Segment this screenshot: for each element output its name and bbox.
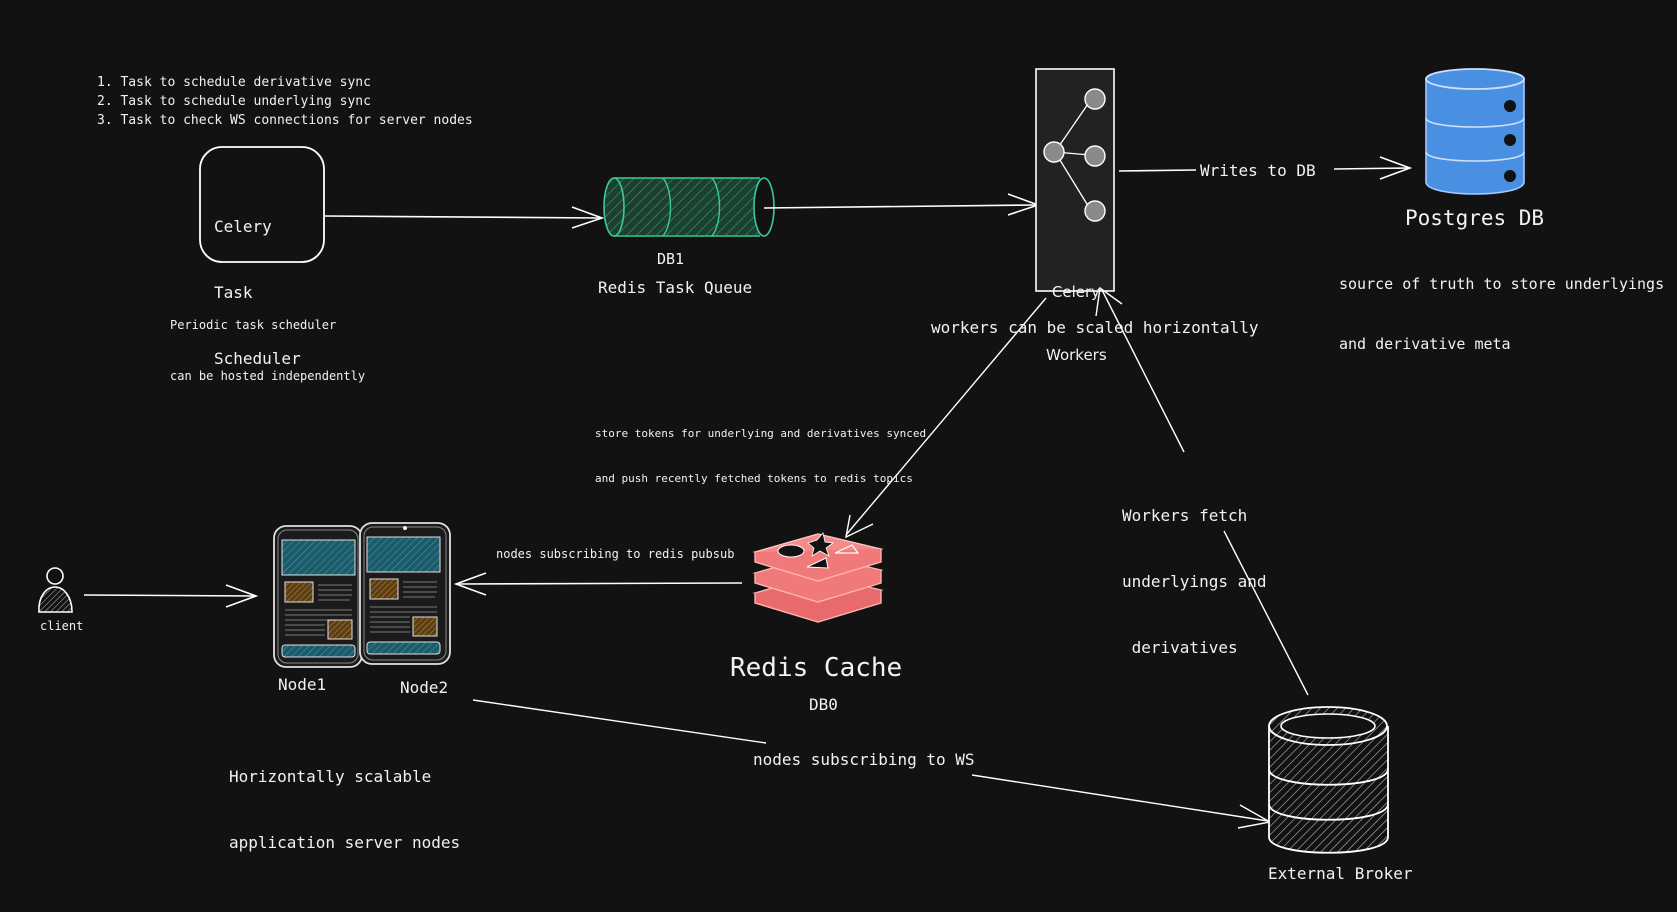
celery-task-scheduler: [199, 146, 325, 263]
arrow-scheduler-to-queue: [323, 206, 605, 229]
scheduler-note-line-2: can be hosted independently: [170, 369, 366, 383]
store-tokens-note: store tokens for underlying and derivati…: [595, 396, 926, 501]
nodes-desc-line-1: Horizontally scalable: [229, 767, 432, 786]
nodes-desc-line-2: application server nodes: [229, 833, 461, 852]
writes-to-db-label: Writes to DB: [1200, 161, 1316, 180]
workers-fetch-line-3: derivatives: [1122, 638, 1238, 657]
workers-label: Celery Workers: [1046, 240, 1107, 387]
store-tokens-line-2: and push recently fetched tokens to redi…: [595, 472, 913, 485]
workers-fetch-line-2: underlyings and: [1122, 572, 1267, 591]
external-broker-label: External Broker: [1268, 864, 1413, 883]
task-item-2: 2. Task to schedule underlying sync: [97, 94, 371, 109]
pubsub-label: nodes subscribing to redis pubsub: [496, 547, 735, 561]
queue-label: Redis Task Queue: [598, 278, 753, 297]
nodes-description: Horizontally scalable application server…: [229, 722, 460, 876]
node1-device-icon: [273, 525, 363, 668]
postgres-desc-line-1: source of truth to store underlyings: [1339, 275, 1665, 293]
redis-cache-icon: [752, 532, 884, 623]
arrow-queue-to-workers: [763, 193, 1041, 216]
workers-scaling-note: workers can be scaled horizontally: [931, 318, 1259, 337]
queue-name: DB1: [657, 250, 685, 268]
scheduler-note-line-1: Periodic task scheduler: [170, 318, 337, 332]
store-tokens-line-1: store tokens for underlying and derivati…: [595, 427, 927, 440]
arrow-workers-to-redis-cache: [845, 297, 1047, 539]
arrow-client-to-nodes: [83, 584, 259, 608]
scheduler-label: Celery Task Scheduler: [214, 172, 301, 392]
postgres-description: source of truth to store underlyings and…: [1339, 234, 1664, 374]
scheduler-line-3: Scheduler: [214, 349, 301, 368]
postgres-db-icon: [1425, 68, 1525, 195]
redis-cache-db: DB0: [809, 695, 838, 714]
client-label: client: [40, 619, 84, 633]
scheduler-line-1: Celery: [214, 217, 272, 236]
task-item-3: 3. Task to check WS connections for serv…: [97, 113, 473, 128]
client-user-icon: [38, 567, 73, 613]
node1-label: Node1: [278, 675, 327, 694]
ws-label: nodes subscribing to WS: [753, 750, 975, 769]
workers-fetch-line-1: Workers fetch: [1122, 506, 1248, 525]
node2-label: Node2: [400, 678, 449, 697]
workers-line-2: Workers: [1046, 346, 1107, 364]
workers-fetch-note: Workers fetch underlyings and derivative…: [1122, 461, 1267, 681]
arrow-redis-to-nodes: [453, 572, 743, 596]
postgres-desc-line-2: and derivative meta: [1339, 335, 1511, 353]
redis-cache-title: Redis Cache: [730, 653, 903, 683]
scheduler-note: Periodic task scheduler can be hosted in…: [170, 283, 365, 402]
scheduler-line-2: Task: [214, 283, 253, 302]
postgres-title: Postgres DB: [1405, 206, 1545, 230]
arrow-broker-to-workers: [1095, 286, 1309, 696]
celery-workers-icon: [1035, 68, 1115, 292]
task-item-1: 1. Task to schedule derivative sync: [97, 75, 371, 90]
arrow-workers-to-postgres: [1118, 156, 1413, 180]
redis-task-queue-icon: [603, 177, 775, 237]
workers-line-1: Celery: [1051, 283, 1101, 301]
external-broker-icon: [1268, 706, 1389, 854]
node2-device-icon: [359, 522, 451, 665]
